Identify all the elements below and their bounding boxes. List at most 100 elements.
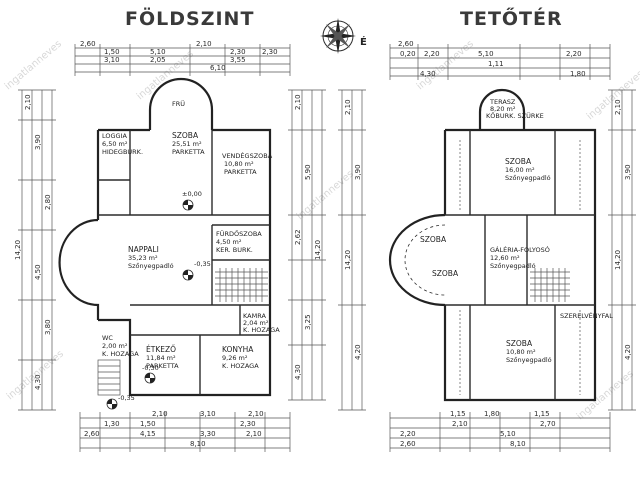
dimension-label: 2,10 xyxy=(248,410,264,418)
dimension-label: 2,10 xyxy=(24,94,32,110)
dimension-label: 5,90 xyxy=(304,164,312,180)
dimension-label: 2,60 xyxy=(400,440,416,448)
exterior-wall xyxy=(96,77,272,397)
dimension-label: 4,30 xyxy=(34,374,42,390)
room-floor: Szőnyegpadló xyxy=(506,355,552,364)
dimension-label: 1,50 xyxy=(140,420,156,428)
dimension-label: 6,10 xyxy=(210,64,226,72)
dimension-label: 2,10 xyxy=(452,420,468,428)
room-label-kamra: KAMRA xyxy=(243,312,266,320)
room-area: 9,26 m² xyxy=(222,354,248,362)
dimension-label: 3,90 xyxy=(354,164,362,180)
room-area: 2,00 m² xyxy=(102,342,128,350)
dimension-label: 14,20 xyxy=(314,240,322,260)
room-area: 11,84 m² xyxy=(146,354,176,362)
room-floor: PARKETTA xyxy=(224,168,257,176)
room-label-furdoszoba: FÜRDŐSZOBA xyxy=(216,229,262,238)
entrance-steps xyxy=(97,359,121,396)
bay-wall xyxy=(388,213,446,307)
watermark-text: ingatlanneves xyxy=(3,39,64,93)
dimension-label: 3,90 xyxy=(624,164,632,180)
dimension-label: 14,20 xyxy=(614,250,622,270)
dimension-label: 8,10 xyxy=(190,440,206,448)
dimension-label: 2,70 xyxy=(540,420,556,428)
dimension-label: 4,50 xyxy=(34,264,42,280)
staircase-hatch xyxy=(215,268,268,302)
attic-plan: 2,60 0,20 2,20 5,10 2,20 4,30 1,11 1,80 … xyxy=(338,40,636,452)
dimension-label: 14,20 xyxy=(344,250,352,270)
room-area: 10,80 m² xyxy=(506,348,536,356)
room-area: 2,04 m² xyxy=(243,319,269,327)
ground-floor-plan: 2,60 1,50 5,10 2,10 3,10 2,30 2,30 2,05 … xyxy=(14,40,326,452)
dimension-label: 2,10 xyxy=(614,99,622,115)
dimension-label: 3,25 xyxy=(304,314,312,330)
level-marker-icon xyxy=(182,269,194,281)
dimension-label: 1,15 xyxy=(450,410,466,418)
room-label-fru: FRÜ xyxy=(172,99,185,108)
dimension-label: 2,10 xyxy=(294,94,302,110)
room-floor: K. HOZAGA xyxy=(243,326,280,334)
room-floor: KER. BURK. xyxy=(216,246,253,254)
dimension-label: 2,80 xyxy=(44,194,52,210)
dimension-label: 4,20 xyxy=(354,344,362,360)
room-label-vendegszoba: VENDÉGSZOBA xyxy=(222,151,273,160)
room-label-nappali: NAPPALI xyxy=(128,245,159,254)
watermarks: ingatlanneves ingatlanneves ingatlanneve… xyxy=(3,39,640,423)
room-label-szerelvenyfal: SZERELVÉNYFAL xyxy=(560,311,613,320)
dimension-label: 3,10 xyxy=(200,410,216,418)
dimension-label: 2,60 xyxy=(80,40,96,48)
room-label-loggia: LOGGIA xyxy=(102,132,127,140)
room-label-szoba: SZOBA xyxy=(506,339,533,348)
dimension-label: 3,55 xyxy=(230,56,246,64)
staircase-hatch xyxy=(530,268,570,302)
attic-title: TETŐTÉR xyxy=(460,8,563,30)
room-floor: Szőnyegpadló xyxy=(128,261,174,270)
dimension-label: 2,62 xyxy=(294,229,302,245)
room-floor: PARKETTA xyxy=(146,362,179,370)
level-label: -0,35 xyxy=(118,394,135,402)
room-label-szoba: SZOBA xyxy=(420,235,447,244)
north-label: É xyxy=(360,35,367,48)
room-area: 35,23 m² xyxy=(128,254,158,262)
dimension-label: 1,50 xyxy=(104,48,120,56)
watermark-text: ingatlanneves xyxy=(575,369,636,423)
dimension-label: 3,10 xyxy=(104,56,120,64)
level-marker-icon xyxy=(106,398,118,410)
room-area: 6,50 m² xyxy=(102,140,128,148)
room-floor: KŐBURK. SZÜRKE xyxy=(486,111,544,120)
ground-floor-title: FÖLDSZINT xyxy=(125,8,255,30)
dimension-label: 2,30 xyxy=(230,48,246,56)
dimension-label: 2,10 xyxy=(246,430,262,438)
room-floor: K. HOZAGA xyxy=(222,362,259,370)
dimension-label: 1,30 xyxy=(104,420,120,428)
room-label-szoba: SZOBA xyxy=(172,131,199,140)
room-floor: HIDEGBURK. xyxy=(102,148,143,156)
dimension-label: 4,20 xyxy=(624,344,632,360)
room-floor: PARKETTA xyxy=(172,148,205,156)
dimension-label: 4,30 xyxy=(294,364,302,380)
dimension-label: 0,20 xyxy=(400,50,416,58)
dimension-label: 4,15 xyxy=(140,430,156,438)
room-area: 16,00 m² xyxy=(505,166,535,174)
dimension-label: 8,10 xyxy=(510,440,526,448)
watermark-text: ingatlanneves xyxy=(415,39,476,93)
dimension-label: 4,30 xyxy=(420,70,436,78)
dimension-label: 5,10 xyxy=(500,430,516,438)
dimension-label: 2,10 xyxy=(196,40,212,48)
dimension-label: 2,20 xyxy=(400,430,416,438)
dimension-label: 2,30 xyxy=(240,420,256,428)
dimension-label: 1,11 xyxy=(488,60,504,68)
room-area: 25,51 m² xyxy=(172,140,202,148)
room-area: 4,50 m² xyxy=(216,238,242,246)
dimension-label: 14,20 xyxy=(14,240,22,260)
dimension-label: 2,30 xyxy=(262,48,278,56)
dimension-label: 2,05 xyxy=(150,56,166,64)
dimension-label: 1,80 xyxy=(484,410,500,418)
level-marker-icon xyxy=(182,199,194,211)
dimension-label: 2,60 xyxy=(398,40,414,48)
room-floor: K. HOZAGA xyxy=(102,350,139,358)
dimension-label: 5,10 xyxy=(478,50,494,58)
dimension-label: 2,10 xyxy=(152,410,168,418)
room-area: 10,80 m² xyxy=(224,160,254,168)
level-label: -0,35 xyxy=(194,260,211,268)
